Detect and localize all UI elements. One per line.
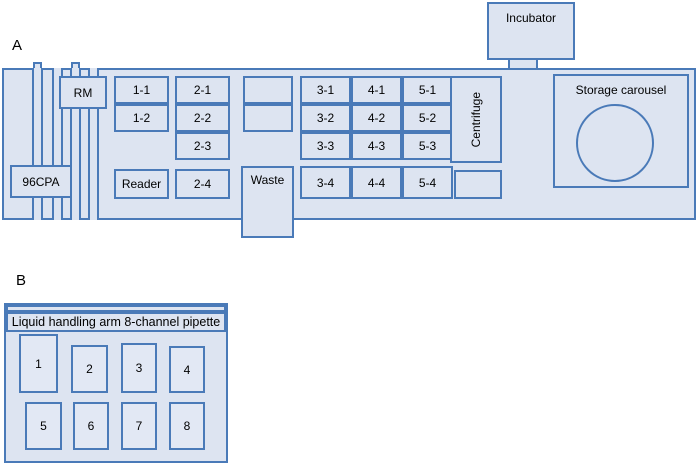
nest-5-2-label: 5-2 (418, 111, 437, 125)
module-waste-label: Waste (250, 173, 285, 187)
pipette-arm-title-label: Liquid handling arm 8-channel pipette (11, 315, 221, 329)
empty-slot-upper[interactable] (243, 76, 293, 104)
nest-5-3[interactable]: 5-3 (402, 132, 453, 160)
nest-1-2[interactable]: 1-2 (114, 104, 169, 132)
nest-2-4[interactable]: 2-4 (175, 169, 230, 199)
storage-carousel-circle[interactable] (576, 104, 654, 182)
nest-2-4-label: 2-4 (193, 177, 212, 191)
empty-slot-lower[interactable] (243, 104, 293, 132)
nest-4-3-label: 4-3 (367, 139, 386, 153)
nest-2-2[interactable]: 2-2 (175, 104, 230, 132)
nest-1-2-label: 1-2 (132, 111, 151, 125)
pipette-arm-rail (6, 305, 226, 312)
nest-2-1[interactable]: 2-1 (175, 76, 230, 104)
nest-5-1-label: 5-1 (418, 83, 437, 97)
pipette-channel-2-label: 2 (86, 362, 93, 376)
pipette-channel-4-label: 4 (183, 362, 191, 377)
panel-b-letter: B (16, 272, 27, 289)
nest-3-2-label: 3-2 (316, 111, 335, 125)
rail-2 (52, 68, 63, 220)
module-incubator-label: Incubator (505, 11, 557, 25)
module-96cpa[interactable]: 96CPA (10, 165, 72, 198)
nest-4-1-label: 4-1 (367, 83, 386, 97)
nest-5-2[interactable]: 5-2 (402, 104, 453, 132)
module-reader[interactable]: Reader (114, 169, 169, 199)
module-centrifuge-label: Centrifuge (469, 91, 483, 148)
pipette-channel-1[interactable]: 1 (19, 334, 58, 393)
pipette-channel-6-label: 6 (87, 419, 95, 433)
pipette-channel-1-label: 1 (35, 356, 42, 371)
pipette-channel-5[interactable]: 5 (25, 402, 62, 450)
nest-5-3-label: 5-3 (418, 139, 437, 153)
nest-3-2[interactable]: 3-2 (300, 104, 351, 132)
nest-1-1[interactable]: 1-1 (114, 76, 169, 104)
nest-4-3[interactable]: 4-3 (351, 132, 402, 160)
module-reader-label: Reader (121, 177, 162, 191)
nest-2-1-label: 2-1 (193, 83, 212, 97)
nest-2-3-label: 2-3 (193, 139, 212, 153)
pipette-channel-2[interactable]: 2 (71, 345, 108, 393)
nest-3-3[interactable]: 3-3 (300, 132, 351, 160)
pipette-channel-5-label: 5 (40, 419, 47, 433)
panel-a-letter: A (12, 37, 23, 54)
module-rm[interactable]: RM (59, 76, 107, 109)
nest-3-1[interactable]: 3-1 (300, 76, 351, 104)
pipette-channel-6[interactable]: 6 (73, 402, 109, 450)
nest-4-2-label: 4-2 (367, 111, 386, 125)
nest-3-4-label: 3-4 (316, 175, 335, 190)
rail-3 (70, 68, 81, 220)
rail-tab-2 (71, 62, 80, 70)
nest-3-3-label: 3-3 (316, 139, 335, 153)
pipette-channel-8[interactable]: 8 (169, 402, 205, 450)
nest-3-1-label: 3-1 (316, 83, 335, 97)
nest-4-2[interactable]: 4-2 (351, 104, 402, 132)
module-incubator[interactable]: Incubator (487, 2, 575, 60)
nest-4-4[interactable]: 4-4 (351, 166, 402, 199)
empty-slot-centrifuge-adjacent[interactable] (454, 170, 502, 199)
nest-4-4-label: 4-4 (367, 175, 386, 190)
nest-5-4-label: 5-4 (418, 175, 437, 190)
pipette-channel-3[interactable]: 3 (121, 343, 157, 393)
nest-2-3[interactable]: 2-3 (175, 132, 230, 160)
module-centrifuge[interactable]: Centrifuge (450, 76, 502, 163)
module-storage-carousel-label: Storage carousel (575, 83, 667, 97)
nest-5-1[interactable]: 5-1 (402, 76, 453, 104)
nest-3-4[interactable]: 3-4 (300, 166, 351, 199)
pipette-channel-8-label: 8 (183, 419, 191, 433)
pipette-channel-7-label: 7 (135, 419, 143, 433)
rail-1 (32, 68, 43, 220)
pipette-channel-3-label: 3 (135, 361, 143, 375)
pipette-channel-4[interactable]: 4 (169, 346, 205, 393)
pipette-channel-7[interactable]: 7 (121, 402, 157, 450)
module-rm-label: RM (73, 85, 93, 100)
module-96cpa-label: 96CPA (22, 174, 60, 189)
nest-4-1[interactable]: 4-1 (351, 76, 402, 104)
nest-1-1-label: 1-1 (132, 83, 151, 97)
pipette-arm-title: Liquid handling arm 8-channel pipette (6, 312, 226, 332)
rail-tab-1 (33, 62, 42, 70)
module-waste[interactable]: Waste (241, 166, 294, 238)
rail-4 (88, 68, 99, 220)
nest-5-4[interactable]: 5-4 (402, 166, 453, 199)
nest-2-2-label: 2-2 (193, 111, 212, 125)
